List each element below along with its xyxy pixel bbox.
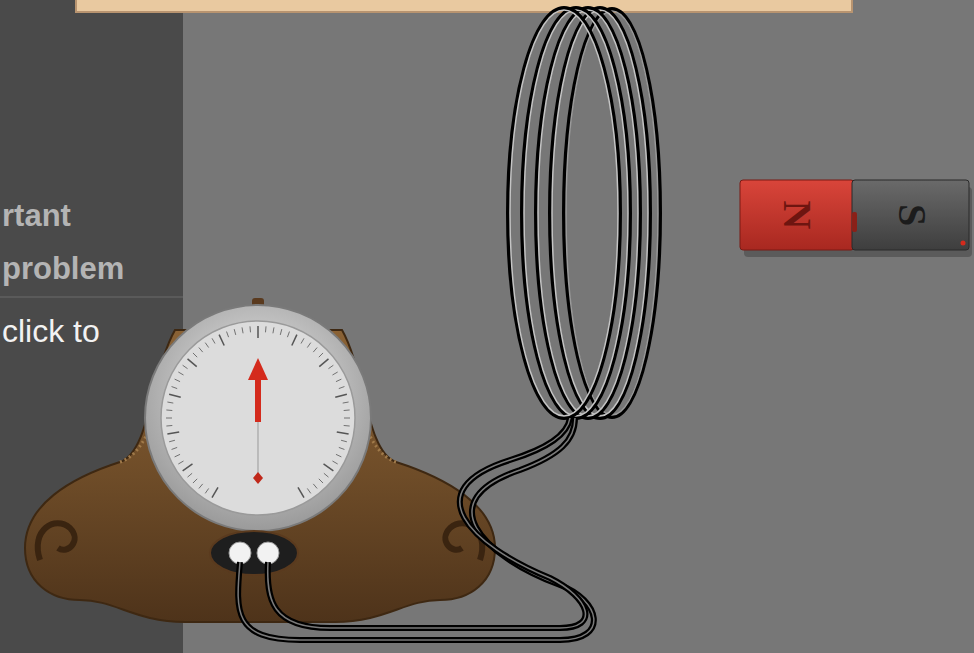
dial-tick [292,335,297,346]
dial-tick [205,488,208,493]
wire-coil [508,8,660,418]
dial-tick [167,402,173,403]
dial-tick [307,488,310,493]
dial-tick [242,327,243,333]
dial-tick [178,372,183,375]
dial-tick [324,473,329,477]
magnet-pole-south: S [857,182,967,248]
dial-tick [332,372,337,375]
dial-tick [169,394,181,397]
dial-tick [227,332,229,338]
dial-tick [344,418,350,419]
dial-tick [287,332,289,338]
dial-tick [212,338,215,343]
dial-tick [166,425,172,427]
panel-heading: rtant problem [2,189,172,295]
dial-tick [188,473,193,477]
dial-tick [193,353,197,357]
dial-tick [313,484,317,489]
dial-tick [234,329,236,335]
top-bar [76,0,852,12]
dial-tick [336,379,341,382]
dial-tick [205,343,208,348]
dial-tick [344,409,350,411]
dial-tick [193,479,197,483]
dial-tick [219,335,224,346]
dial-tick [166,409,172,411]
dial-tick [280,329,282,335]
dial-tick [199,348,203,353]
dial-tick [199,484,203,489]
dial-tick [343,402,349,403]
dial-tick [172,387,178,389]
dial-tick [212,487,218,497]
dial-tick [273,327,274,333]
connecting-wires [238,418,594,640]
dial-tick [341,440,347,442]
bar-magnet [740,180,972,257]
dial-tick [328,365,333,368]
dial-tick [172,447,178,449]
dial-tick [298,487,304,497]
dial-tick [344,425,350,427]
pole-letter: S [892,204,932,226]
panel-text: click to [2,312,180,350]
dial-tick [335,394,347,397]
dial-tick [175,379,180,382]
dial-tick [319,359,328,367]
dial-tick [324,464,334,471]
dial-tick [265,326,267,332]
dial-tick [339,387,345,389]
dial-tick [188,359,197,367]
dial-tick [339,447,345,449]
dial-tick [178,461,183,464]
dial-tick [167,432,179,434]
dial-tick [301,338,304,343]
dial-tick [169,440,175,442]
dial-tick [319,353,323,357]
dial-tick [319,479,323,483]
dial-tick [313,348,317,353]
dial-tick [183,464,193,471]
dial-tick [166,418,172,419]
dial-tick [332,461,337,464]
dial-tick [175,454,180,457]
pole-letter: N [777,201,817,230]
dial-tick [307,343,310,348]
dial-tick [257,326,259,338]
dial-tick [183,365,188,368]
magnet-pole-north: N [742,182,852,248]
dial-tick [336,454,341,457]
dial-tick [249,326,251,332]
panel-divider [0,297,183,298]
dial-tick [337,432,349,434]
